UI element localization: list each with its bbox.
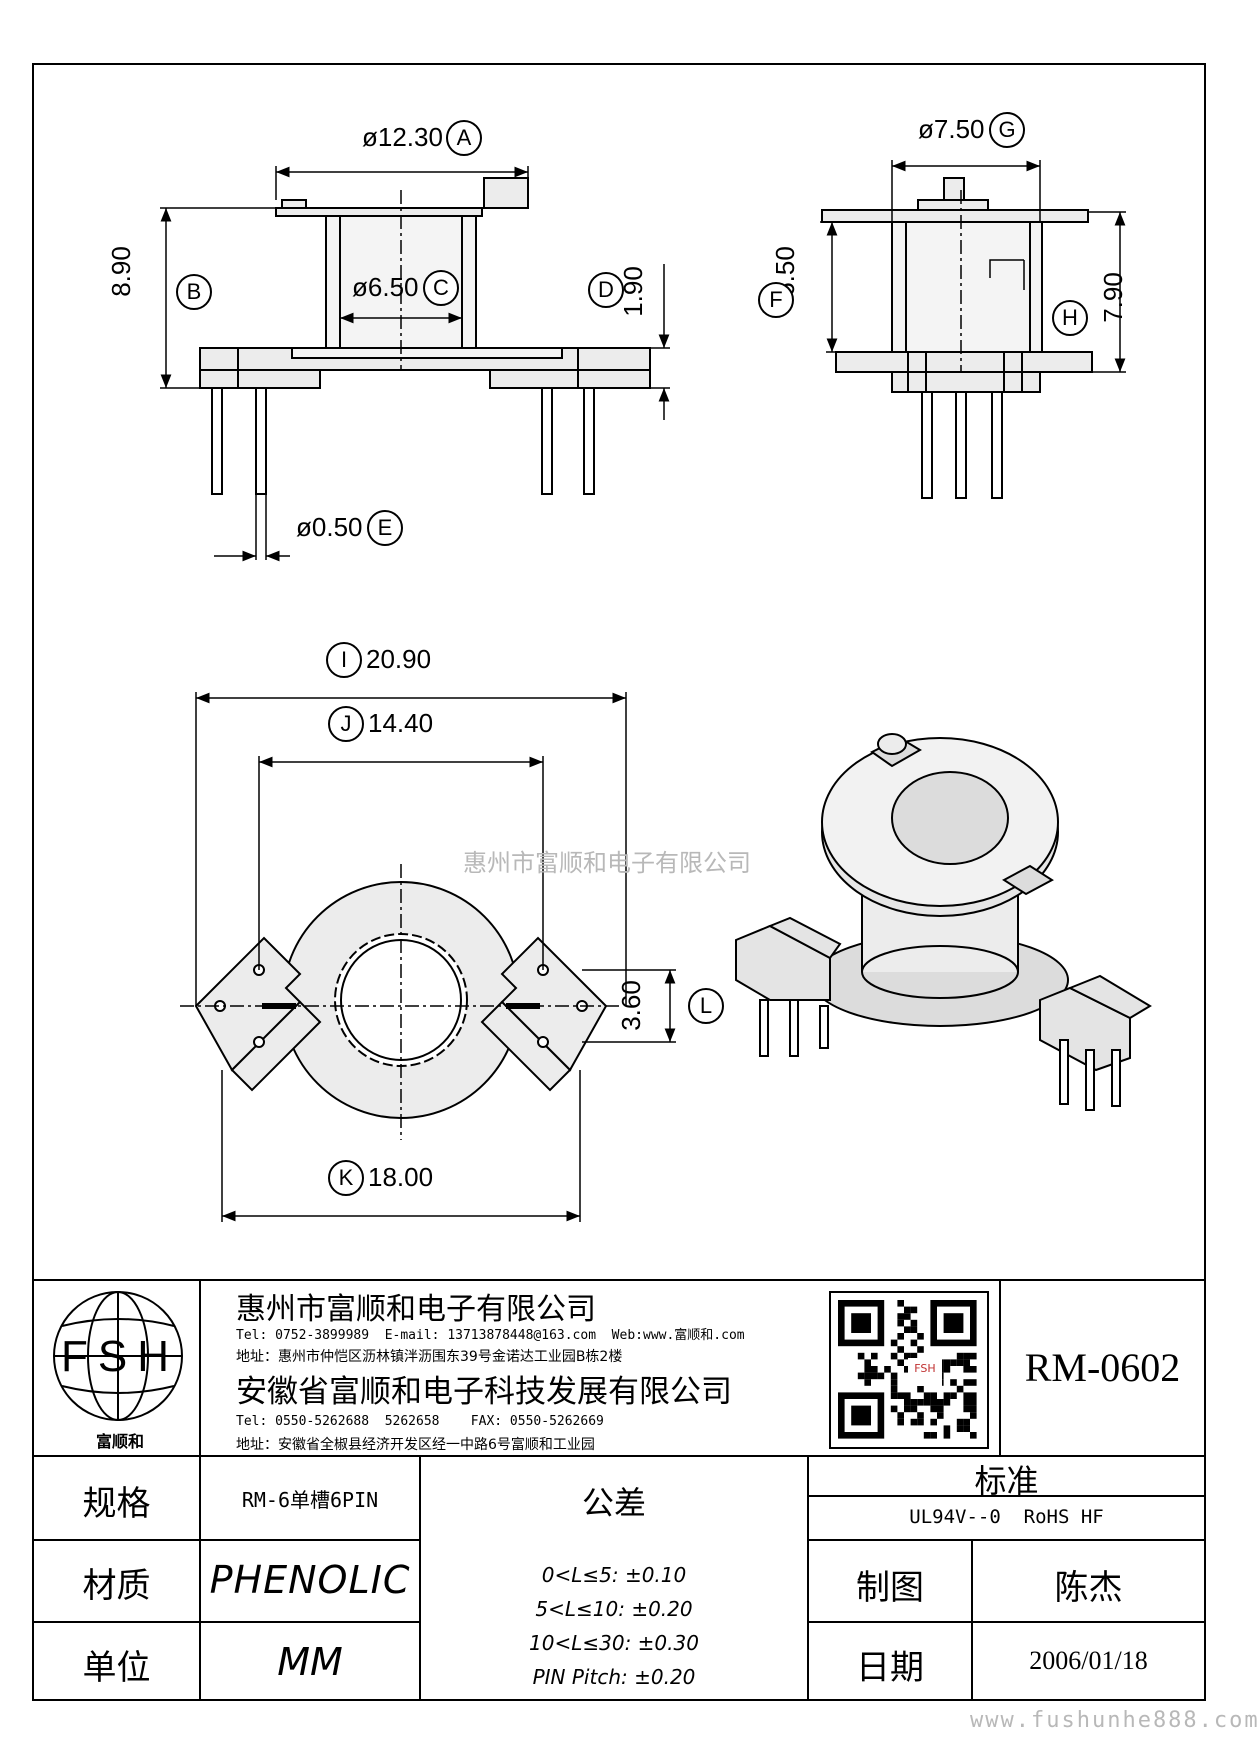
- part-number: RM-0602: [1024, 1345, 1181, 1390]
- dimension-letter-i: I: [326, 642, 362, 678]
- dimension-value-a: ø12.30: [362, 122, 443, 152]
- dimension-letter-f: F: [758, 282, 794, 318]
- dimension-value-e: ø0.50: [296, 512, 363, 542]
- dimension-value-l: 3.60: [615, 980, 646, 1031]
- dimension-letter-a: A: [446, 120, 482, 156]
- footer-url: www.fushunhe888.com: [970, 1708, 1260, 1733]
- top-view-dims: [180, 692, 676, 1222]
- logo-letters: FSH: [61, 1332, 179, 1381]
- dimension-value-k: 18.00: [368, 1162, 434, 1192]
- tolerance-row: 5<L≤10: ±0.20: [535, 1597, 693, 1621]
- front-view-dims: [160, 166, 670, 562]
- logo-caption: 富顺和: [95, 1432, 144, 1451]
- company1-contact: Tel: 0752-3899989 E-mail: 13713878448@16…: [236, 1328, 745, 1343]
- dimension-value-i: 20.90: [366, 644, 432, 674]
- company1-address: 地址：惠州市仲恺区沥林镇泮沥围东39号金诺达工业园B栋2楼: [236, 1349, 623, 1365]
- dimension-value-h: 7.90: [1097, 272, 1128, 323]
- spec-label: 规格: [82, 1484, 151, 1524]
- spec-value: RM-6单槽6PIN: [241, 1488, 379, 1512]
- date-label: 日期: [856, 1648, 924, 1688]
- dimension-letter-d: D: [588, 272, 624, 308]
- drawn-label: 制图: [856, 1568, 924, 1608]
- company2-address: 地址：安徽省全椒县经济开发区经一中路6号富顺和工业园: [236, 1437, 595, 1453]
- unit-label: 单位: [82, 1648, 151, 1688]
- side-view-dims: [820, 160, 1126, 373]
- material-value: PHENOLIC: [209, 1558, 411, 1602]
- watermark: 惠州市富顺和电子有限公司: [463, 849, 751, 877]
- dimension-value-c: ø6.50: [352, 272, 419, 302]
- dimension-value-j: 14.40: [368, 708, 434, 738]
- dimension-value-g: ø7.50: [918, 114, 985, 144]
- unit-value: MM: [277, 1640, 343, 1684]
- dimension-letter-b: B: [176, 274, 212, 310]
- company1-name: 惠州市富顺和电子有限公司: [236, 1292, 596, 1327]
- tolerance-label: 公差: [581, 1484, 646, 1522]
- fsh-logo-globe-icon: [53, 1291, 183, 1421]
- front-view: [199, 177, 651, 495]
- dimension-letter-j: J: [328, 706, 364, 742]
- drawn-value: 陈杰: [1054, 1568, 1123, 1608]
- qr-code-icon: [829, 1291, 989, 1449]
- dimension-letter-c: C: [423, 270, 459, 306]
- dimension-letter-e: E: [367, 510, 403, 546]
- side-view: [821, 177, 1093, 499]
- dimension-letter-k: K: [328, 1160, 364, 1196]
- standard-value: UL94V--0 RoHS HF: [909, 1506, 1104, 1528]
- company2-name: 安徽省富顺和电子科技发展有限公司: [236, 1374, 732, 1410]
- sheet-border: [32, 63, 1206, 1701]
- dimension-letter-g: G: [989, 112, 1025, 148]
- title-block-grid: [33, 1279, 1205, 1700]
- tolerance-list: 0<L≤5: ±0.10 5<L≤10: ±0.20 10<L≤30: ±0.3…: [420, 1558, 808, 1694]
- tolerance-row: PIN Pitch: ±0.20: [532, 1665, 696, 1689]
- dimension-value-b: 8.90: [105, 246, 136, 297]
- company2-contact: Tel: 0550-5262688 5262658 FAX: 0550-5262…: [236, 1414, 604, 1429]
- date-value: 2006/01/18: [1029, 1646, 1148, 1675]
- dimension-letter-l: L: [688, 988, 724, 1024]
- material-label: 材质: [82, 1566, 151, 1606]
- tolerance-row: 10<L≤30: ±0.30: [529, 1631, 699, 1655]
- isometric-view: [735, 733, 1152, 1111]
- qr-logo-text: FSH: [914, 1362, 936, 1375]
- dimension-letter-h: H: [1052, 300, 1088, 336]
- tolerance-row: 0<L≤5: ±0.10: [541, 1563, 687, 1587]
- standard-label: 标准: [974, 1462, 1039, 1500]
